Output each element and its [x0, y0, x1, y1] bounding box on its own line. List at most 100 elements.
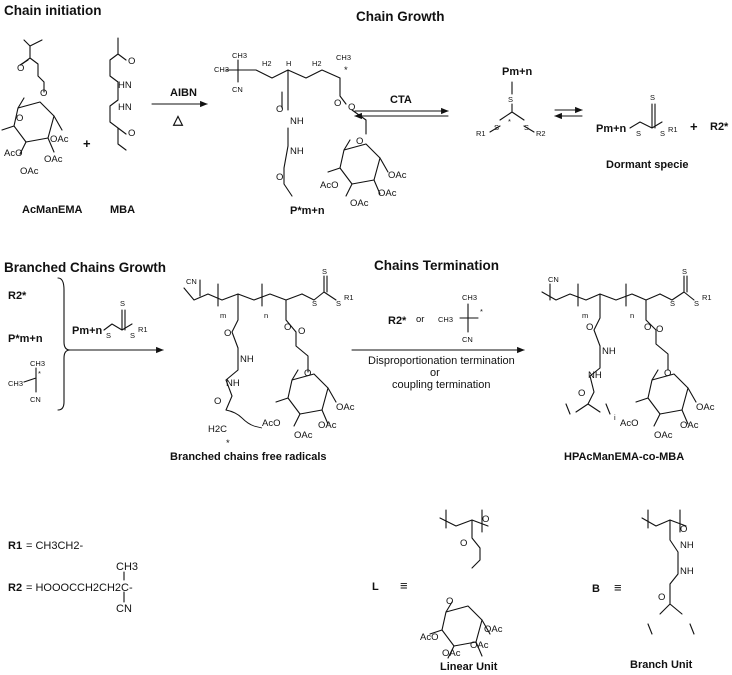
svg-text:O: O: [17, 63, 24, 74]
svg-text:O: O: [586, 322, 593, 333]
svg-text:R1: R1: [476, 129, 486, 138]
svg-text:= HOOOCCH2CH2C-: = HOOOCCH2CH2C-: [26, 582, 133, 594]
r-definitions: R1 = CH3CH2- R2 = HOOOCCH2CH2C- CH3 CN: [8, 540, 138, 615]
svg-text:S: S: [636, 129, 641, 138]
disproportionation-label: Disproportionation termination: [368, 355, 515, 367]
svg-text:m: m: [582, 311, 588, 320]
svg-text:O: O: [284, 322, 291, 333]
svg-text:O: O: [446, 596, 453, 607]
heading-branched-chains-growth: Branched Chains Growth: [4, 260, 166, 275]
svg-text:B: B: [592, 583, 600, 595]
svg-text:n: n: [264, 311, 268, 320]
svg-text:S: S: [106, 331, 111, 340]
svg-text:O: O: [680, 524, 687, 535]
svg-text:CH3: CH3: [438, 315, 453, 324]
svg-text:OAc: OAc: [654, 430, 673, 441]
svg-text:OAc: OAc: [442, 648, 461, 659]
svg-text:≡: ≡: [614, 580, 622, 595]
svg-text:AcO: AcO: [620, 418, 638, 429]
svg-text:i: i: [614, 413, 616, 422]
svg-text:+: +: [690, 119, 698, 134]
svg-text:S: S: [322, 267, 327, 276]
acmanema-structure: O O O OAc OAc OAc AcO AcManEMA: [1, 39, 83, 216]
svg-text:O: O: [348, 102, 355, 113]
branched-radical-structure: CN m n O NH NH O O O S S S R1 H2C * O OA…: [183, 267, 355, 449]
branch-unit-structure: B ≡ O NH NH O Branch Unit: [592, 509, 695, 671]
dormant-specie-structure: Pm+n S S S R1 + R2* Dormant specie: [596, 93, 729, 171]
svg-text:R2*: R2*: [710, 121, 729, 133]
svg-text:P*m+n: P*m+n: [8, 333, 43, 345]
svg-text:H2C: H2C: [208, 424, 227, 435]
svg-text:CH3: CH3: [116, 561, 138, 573]
linear-unit-structure: L ≡ O O O OAc OAc OAc AcO Linear Unit: [372, 509, 503, 673]
svg-text:NH: NH: [240, 354, 254, 365]
svg-text:OAc: OAc: [388, 170, 407, 181]
svg-text:O: O: [40, 88, 47, 99]
svg-text:HN: HN: [118, 102, 132, 113]
reagent-cta: CTA: [390, 94, 412, 106]
label-acmanema: AcManEMA: [22, 204, 83, 216]
svg-text:O: O: [658, 592, 665, 603]
coupling-label: coupling termination: [392, 379, 490, 391]
svg-text:O: O: [664, 368, 671, 379]
svg-text:AcO: AcO: [420, 632, 438, 643]
label-branch-unit: Branch Unit: [630, 659, 693, 671]
svg-text:CH3: CH3: [30, 359, 45, 368]
svg-text:O: O: [276, 172, 283, 183]
svg-text:S: S: [508, 95, 513, 104]
svg-text:NH: NH: [290, 146, 304, 157]
svg-text:n: n: [630, 311, 634, 320]
svg-text:O: O: [276, 104, 283, 115]
svg-text:O: O: [460, 538, 467, 549]
svg-text:*: *: [344, 65, 348, 76]
svg-text:R1: R1: [668, 125, 678, 134]
svg-text:OAc: OAc: [44, 154, 63, 165]
termination-reagents: R2* or CH3 CH3 * CN: [388, 293, 483, 344]
heat-symbol: △: [172, 112, 184, 127]
svg-text:NH: NH: [680, 566, 694, 577]
svg-text:O: O: [224, 328, 231, 339]
svg-text:*: *: [38, 369, 41, 378]
label-p-mn-radical: P*m+n: [290, 205, 325, 217]
svg-text:R1: R1: [138, 325, 148, 334]
svg-text:R1: R1: [702, 293, 712, 302]
svg-text:*: *: [508, 117, 511, 126]
svg-text:O: O: [644, 322, 651, 333]
or-label: or: [430, 367, 440, 379]
svg-text:R2: R2: [8, 582, 22, 594]
svg-text:O: O: [16, 113, 23, 124]
svg-text:R1: R1: [8, 540, 22, 552]
plus-initiation: +: [83, 136, 91, 151]
svg-text:H2: H2: [312, 59, 322, 68]
product-structure: CN m n O NH NH O i O O S S S R1 O OAc OA…: [541, 267, 715, 441]
svg-text:NH: NH: [588, 370, 602, 381]
label-linear-unit: Linear Unit: [440, 661, 498, 673]
svg-text:CN: CN: [548, 275, 559, 284]
radical-list: R2* P*m+n CH3 CH3 * CN: [8, 277, 71, 411]
svg-text:O: O: [298, 326, 305, 337]
svg-text:CH3: CH3: [8, 379, 23, 388]
svg-text:AcO: AcO: [262, 418, 280, 429]
svg-text:S: S: [682, 267, 687, 276]
svg-text:OAc: OAc: [50, 134, 69, 145]
svg-text:OAc: OAc: [484, 624, 503, 635]
svg-text:O: O: [482, 514, 489, 525]
svg-text:CN: CN: [462, 335, 473, 344]
heading-chain-growth: Chain Growth: [356, 9, 445, 24]
reagent-aibn: AIBN: [170, 87, 197, 99]
svg-text:H: H: [286, 59, 291, 68]
svg-text:CN: CN: [232, 85, 243, 94]
svg-text:O: O: [334, 98, 341, 109]
svg-text:O: O: [304, 368, 311, 379]
svg-text:Pm+n: Pm+n: [72, 325, 103, 337]
svg-text:S: S: [650, 93, 655, 102]
svg-text:R2*: R2*: [8, 290, 27, 302]
mba-structure: O HN HN O MBA: [109, 37, 135, 216]
svg-text:Pm+n: Pm+n: [596, 123, 627, 135]
svg-text:NH: NH: [602, 346, 616, 357]
svg-text:m: m: [220, 311, 226, 320]
svg-text:S: S: [660, 129, 665, 138]
svg-text:L: L: [372, 581, 379, 593]
